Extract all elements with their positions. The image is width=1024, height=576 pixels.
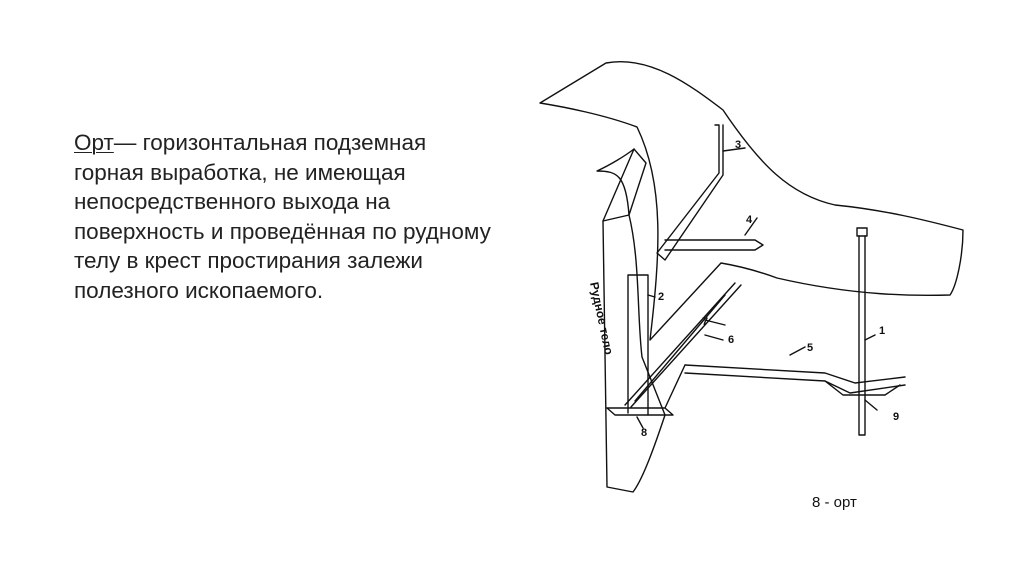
sump-9 xyxy=(824,380,901,396)
shaft-3 xyxy=(656,124,724,261)
ort-8 xyxy=(606,364,686,416)
drift-5 xyxy=(684,364,906,394)
definition-text: Орт— горизонтальная подземная горная выр… xyxy=(74,128,494,305)
ore-body-face xyxy=(602,148,647,222)
ore-body-label: Рудное тело xyxy=(587,281,616,356)
label-6: 6 xyxy=(728,334,734,346)
label-4: 4 xyxy=(746,214,753,226)
label-9: 9 xyxy=(893,411,899,423)
shaft-1 xyxy=(858,235,866,436)
mine-diagram: Рудное тело 1 2 3 4 5 6 7 8 9 xyxy=(525,55,985,505)
label-2: 2 xyxy=(658,291,664,303)
label-3: 3 xyxy=(735,139,741,151)
label-8: 8 xyxy=(641,427,647,439)
mine-diagram-svg: Рудное тело 1 2 3 4 5 6 7 8 9 xyxy=(539,61,964,493)
shaft-1-head xyxy=(856,227,868,237)
drift-6 xyxy=(624,282,742,408)
term-ort: Орт xyxy=(74,130,114,155)
leader-lines xyxy=(636,147,878,429)
label-5: 5 xyxy=(807,342,813,354)
definition-body: — горизонтальная подземная горная вырабо… xyxy=(74,130,491,303)
ore-body-outline xyxy=(596,148,666,493)
figure-caption: 8 - орт xyxy=(812,494,857,511)
label-1: 1 xyxy=(879,325,885,337)
drift-7 xyxy=(634,294,726,402)
adit-4 xyxy=(664,239,764,251)
surface-sheet xyxy=(539,61,964,341)
label-7: 7 xyxy=(702,316,708,328)
